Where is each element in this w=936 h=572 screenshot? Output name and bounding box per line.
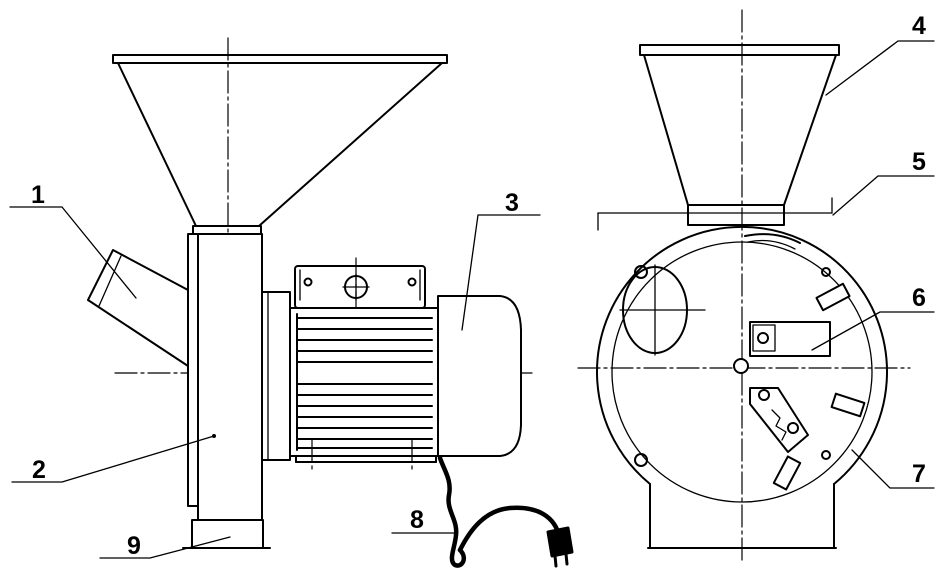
callout-7-label: 7	[912, 460, 926, 488]
callout-3-label: 3	[505, 189, 519, 217]
callout-4-leader	[825, 40, 935, 96]
callout-9-label: 9	[127, 532, 141, 560]
top-blade-arc-inner	[747, 239, 796, 250]
outlet-chute	[87, 249, 189, 367]
housing-side-plate	[187, 233, 199, 507]
housing-body	[197, 233, 263, 521]
rotor-hub	[733, 358, 749, 374]
rotor-arm-bolt	[758, 389, 770, 401]
callout-2-label: 2	[32, 456, 46, 484]
front-hopper-neck	[687, 204, 785, 226]
hopper-right-wall	[258, 62, 443, 227]
hammer-blade	[815, 282, 851, 312]
rotor-assembly	[733, 321, 831, 453]
callout-2: 2	[11, 435, 215, 484]
callout-1: 1	[9, 181, 137, 299]
grinder-housing	[182, 233, 271, 549]
callout-1-label: 1	[31, 181, 45, 209]
side-view: 1 2 3 8 9	[9, 37, 574, 568]
bracket-screw-right	[407, 277, 417, 287]
power-cable	[437, 455, 467, 568]
electric-motor	[261, 257, 522, 471]
hammer-blade	[830, 392, 866, 418]
callout-6-label: 6	[912, 284, 926, 312]
callout-8: 8	[391, 506, 455, 534]
hopper-rim	[112, 54, 448, 64]
front-hopper-rim	[639, 44, 840, 56]
callout-4: 4	[825, 12, 935, 96]
power-plug	[546, 526, 574, 558]
housing-bolt	[634, 453, 648, 467]
front-hopper-left-wall	[643, 54, 689, 206]
bracket-screw-left	[303, 277, 313, 287]
hopper-left-wall	[117, 62, 197, 227]
power-cable-assembly	[437, 455, 574, 568]
front-hopper	[639, 44, 840, 226]
housing-bolt	[821, 450, 831, 460]
outlet-chute-body	[87, 249, 189, 367]
rotor-plate-bolt	[757, 332, 769, 344]
plug-prong-right	[564, 552, 569, 566]
motor-body	[289, 307, 439, 457]
callout-7-leader	[851, 449, 935, 489]
rotor-arm-serration	[771, 409, 787, 441]
callout-5-leader	[832, 175, 935, 216]
hopper-neck	[192, 225, 262, 235]
rotor-arm-bolt	[787, 422, 799, 434]
motor-end-cap	[437, 295, 522, 457]
outlet-chute-lip	[98, 255, 122, 307]
callout-6-leader	[811, 311, 935, 351]
callout-3-leader	[461, 214, 541, 331]
motor-flange	[261, 291, 291, 461]
callout-3: 3	[461, 189, 541, 331]
callout-2-leader	[11, 435, 215, 483]
callout-5: 5	[832, 148, 935, 216]
side-hopper	[112, 54, 448, 235]
front-view: 4 5 6 7	[577, 9, 935, 563]
callout-8-label: 8	[410, 506, 424, 534]
callout-5-label: 5	[912, 148, 926, 176]
hammer-blade	[772, 455, 802, 491]
callout-1-leader	[9, 206, 137, 299]
hammer-blades	[772, 282, 866, 491]
housing-bolt	[634, 265, 648, 279]
callout-7: 7	[851, 449, 935, 489]
front-hopper-right-wall	[783, 54, 837, 206]
housing-bolt	[821, 267, 831, 277]
callout-9-leader	[99, 536, 231, 559]
callout-6: 6	[811, 284, 935, 351]
rotor-plate-clamp	[752, 324, 776, 352]
top-blade-arc-outer	[744, 233, 801, 244]
rotor-plate	[749, 321, 831, 357]
plug-prong-left	[553, 554, 558, 568]
callout-9: 9	[99, 532, 231, 560]
callout-4-label: 4	[912, 12, 926, 40]
motor-cooling-fins	[296, 317, 433, 449]
power-cable-loop	[457, 505, 561, 553]
